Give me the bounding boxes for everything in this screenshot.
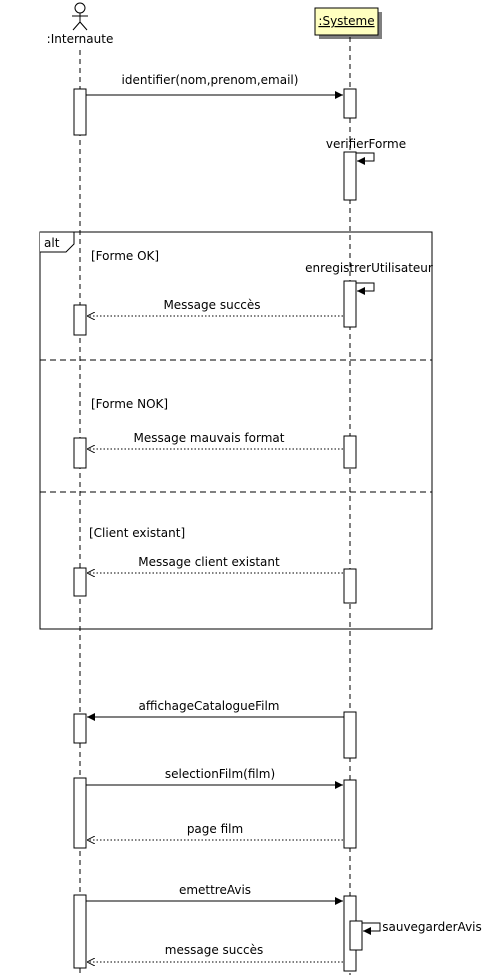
guard-client-existant: [Client existant] bbox=[89, 526, 185, 540]
activation-systeme-enregistrer bbox=[343, 280, 357, 328]
activation-internaute-emettre-avis bbox=[73, 894, 87, 969]
alt-frame bbox=[39, 231, 433, 630]
actor-internaute: :Internaute bbox=[47, 2, 114, 46]
message-page-film-label: page film bbox=[187, 822, 243, 836]
message-sauvegarder-avis-arrow bbox=[362, 922, 381, 935]
activation-internaute-selection-film bbox=[73, 777, 87, 849]
alt-fragment: alt [Forme OK] [Forme NOK] [Client exist… bbox=[39, 231, 433, 630]
activation-systeme-client-existant bbox=[343, 568, 357, 604]
activation-internaute-succes bbox=[73, 304, 87, 336]
message-succes-final-label: message succès bbox=[165, 943, 263, 957]
participant-systeme: :Systeme bbox=[314, 7, 382, 39]
message-sauvegarder-avis-label: sauvegarderAvis bbox=[382, 920, 482, 934]
message-identifier-label: identifier(nom,prenom,email) bbox=[122, 73, 299, 87]
activation-internaute-identifier bbox=[73, 88, 87, 136]
participant-systeme-box bbox=[314, 7, 379, 36]
message-mauvais-format-label: Message mauvais format bbox=[134, 431, 285, 445]
actor-internaute-label: :Internaute bbox=[47, 32, 114, 46]
message-verifier-forme-label: verifierForme bbox=[326, 137, 406, 151]
guard-forme-ok: [Forme OK] bbox=[91, 249, 159, 263]
activation-internaute-mauvais-format bbox=[73, 437, 87, 469]
message-succes-label: Message succès bbox=[163, 298, 260, 312]
alt-frame-tab bbox=[40, 231, 75, 253]
alt-operator-label: alt bbox=[44, 236, 60, 250]
activation-internaute-client-existant bbox=[73, 567, 87, 597]
participant-systeme-label: :Systeme bbox=[318, 14, 374, 28]
activation-systeme-verifier-forme bbox=[343, 151, 357, 201]
activation-systeme-sauvegarder-avis bbox=[349, 920, 363, 951]
message-verifier-forme-arrow bbox=[356, 152, 375, 165]
activation-systeme-mauvais-format bbox=[343, 435, 357, 469]
message-client-existant-label: Message client existant bbox=[138, 555, 280, 569]
actor-icon bbox=[72, 2, 88, 31]
message-selection-film-label: selectionFilm(film) bbox=[165, 767, 275, 781]
activation-internaute-catalogue bbox=[73, 713, 87, 744]
message-enregistrer-utilisateur-arrow bbox=[356, 282, 375, 295]
guard-forme-nok: [Forme NOK] bbox=[91, 397, 168, 411]
message-affichage-catalogue-label: affichageCatalogueFilm bbox=[139, 699, 280, 713]
activation-systeme-selection-film bbox=[343, 779, 357, 849]
activation-systeme-catalogue bbox=[343, 711, 357, 759]
activation-systeme-identifier bbox=[343, 88, 357, 119]
message-enregistrer-utilisateur-label: enregistrerUtilisateur bbox=[305, 261, 433, 275]
message-emettre-avis-label: emettreAvis bbox=[179, 883, 251, 897]
